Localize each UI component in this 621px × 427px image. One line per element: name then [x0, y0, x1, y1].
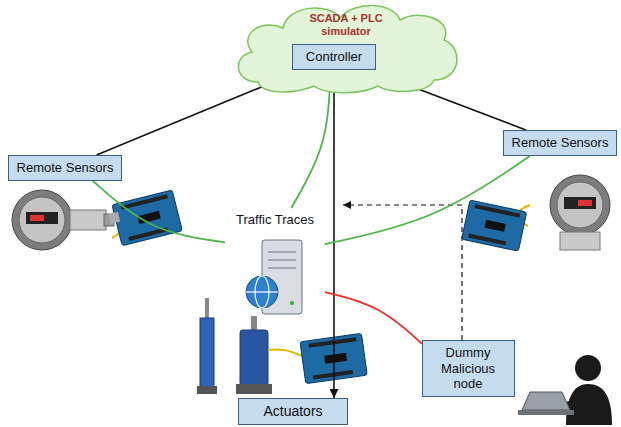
- hacker-figure: [518, 355, 612, 425]
- server-node: Traffic Traces: [225, 208, 325, 323]
- connector: [325, 292, 422, 344]
- node-label: Actuators: [249, 403, 337, 420]
- left-arduino-board: [106, 190, 182, 247]
- connector: [325, 156, 530, 244]
- node-label: Traffic Traces: [225, 212, 325, 228]
- left-sensor-gauge: [12, 190, 121, 250]
- right-sensor-gauge: [518, 175, 610, 250]
- controller-box: Controller: [292, 44, 376, 70]
- node-label: Dummy Malicious node: [431, 345, 505, 392]
- malicious-node-box: Dummy Malicious node: [422, 340, 515, 397]
- sensor-box: Remote Sensors: [8, 155, 122, 181]
- node-label: Remote Sensors: [511, 135, 609, 151]
- actuator-box: Actuators: [238, 398, 348, 425]
- cloud-outline: [238, 5, 457, 92]
- actuator-cylinders: [197, 298, 302, 394]
- server-icon: [246, 240, 302, 314]
- right-arduino-board: [462, 200, 527, 251]
- node-label: SCADA + PLC simulator: [291, 12, 401, 38]
- sensor-box: Remote Sensors: [503, 130, 617, 156]
- node-label: Remote Sensors: [16, 160, 114, 176]
- connector: [333, 70, 335, 398]
- cloud-region: Controller SCADA + PLC simulator: [228, 0, 464, 95]
- node-label: Controller: [305, 49, 363, 65]
- connector: [93, 181, 225, 242]
